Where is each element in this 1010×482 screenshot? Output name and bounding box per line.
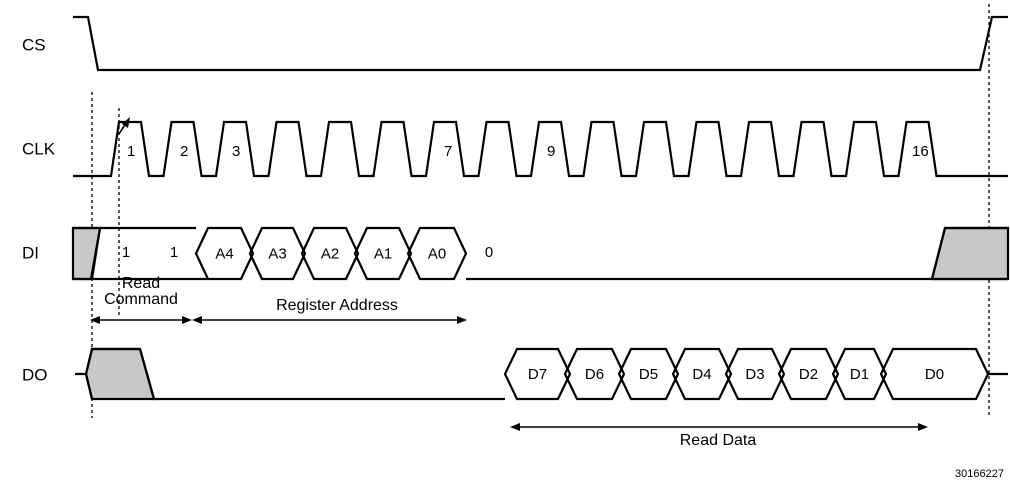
di-address-bit-4-label: A0 (428, 245, 446, 262)
do-data-bit-6-cell (831, 347, 888, 401)
do-data-bit-7-label: D0 (925, 366, 944, 383)
cs-signal-label: CS (22, 35, 46, 54)
register-address-label: Register Address (276, 297, 398, 314)
do-data-bit-0-cell (503, 347, 572, 401)
do-data-bit-3-label: D4 (692, 366, 711, 383)
clk-edge-label-9: 9 (547, 143, 555, 160)
do-data-bit-4-label: D3 (745, 366, 764, 383)
di-address-bit-0-cell (194, 226, 255, 281)
register-address-arrow (192, 316, 467, 324)
figure-id: 30166227 (955, 468, 1004, 480)
clk-edge-label-1: 1 (127, 143, 135, 160)
di-address-bit-4-cell (406, 226, 468, 281)
read-command-arrow (90, 316, 192, 324)
di-address-bit-1-label: A3 (268, 245, 286, 262)
read-command-label-line1: Read (122, 275, 160, 292)
do-data-bit-2-cell (617, 347, 680, 401)
di-line (73, 226, 1008, 281)
clk-waveform (73, 120, 1008, 178)
clk-edge-label-3: 3 (232, 143, 240, 160)
do-line (75, 347, 1008, 401)
di-address-bit-3-label: A1 (374, 245, 392, 262)
do-data-bit-5-label: D2 (799, 366, 818, 383)
do-data-bit-1-label: D6 (585, 366, 604, 383)
do-data-cells: D7 D6 D5 D4 D3 D2 D1 D0 (503, 347, 990, 401)
di-tail-bit: 0 (485, 244, 493, 261)
do-undefined-start-region (84, 347, 156, 401)
clk-edge-label-16: 16 (912, 143, 929, 160)
do-data-bit-7-cell (879, 347, 990, 401)
do-data-bit-6-label: D1 (850, 366, 869, 383)
di-address-bit-0-label: A4 (215, 245, 233, 262)
di-signal-label: DI (22, 243, 39, 262)
clk-edge-label-7: 7 (444, 143, 452, 160)
di-address-bit-1-cell (248, 226, 307, 281)
di-command-bit-2: 1 (170, 244, 178, 261)
clk-edge-label-2: 2 (180, 143, 188, 160)
do-data-bit-5-cell (777, 347, 840, 401)
di-address-bit-2-cell (300, 226, 360, 281)
do-data-bit-3-cell (671, 347, 733, 401)
read-data-label: Read Data (680, 432, 757, 449)
do-data-bit-1-cell (563, 347, 626, 401)
di-address-bit-3-cell (353, 226, 413, 281)
do-signal-label: DO (22, 365, 48, 384)
clk-signal-label: CLK (22, 139, 56, 158)
read-data-arrow (510, 423, 928, 431)
do-data-bit-2-label: D5 (639, 366, 658, 383)
clock-edge-arrowhead (122, 117, 130, 128)
di-address-bit-2-label: A2 (321, 245, 339, 262)
di-address-cells: A4 A3 A2 A1 A0 (194, 226, 468, 281)
di-command-bit-1: 1 (122, 244, 130, 261)
cs-waveform (73, 15, 1008, 72)
read-command-label-line2: Command (104, 291, 178, 308)
do-data-bit-0-label: D7 (528, 366, 547, 383)
do-data-bit-4-cell (724, 347, 786, 401)
